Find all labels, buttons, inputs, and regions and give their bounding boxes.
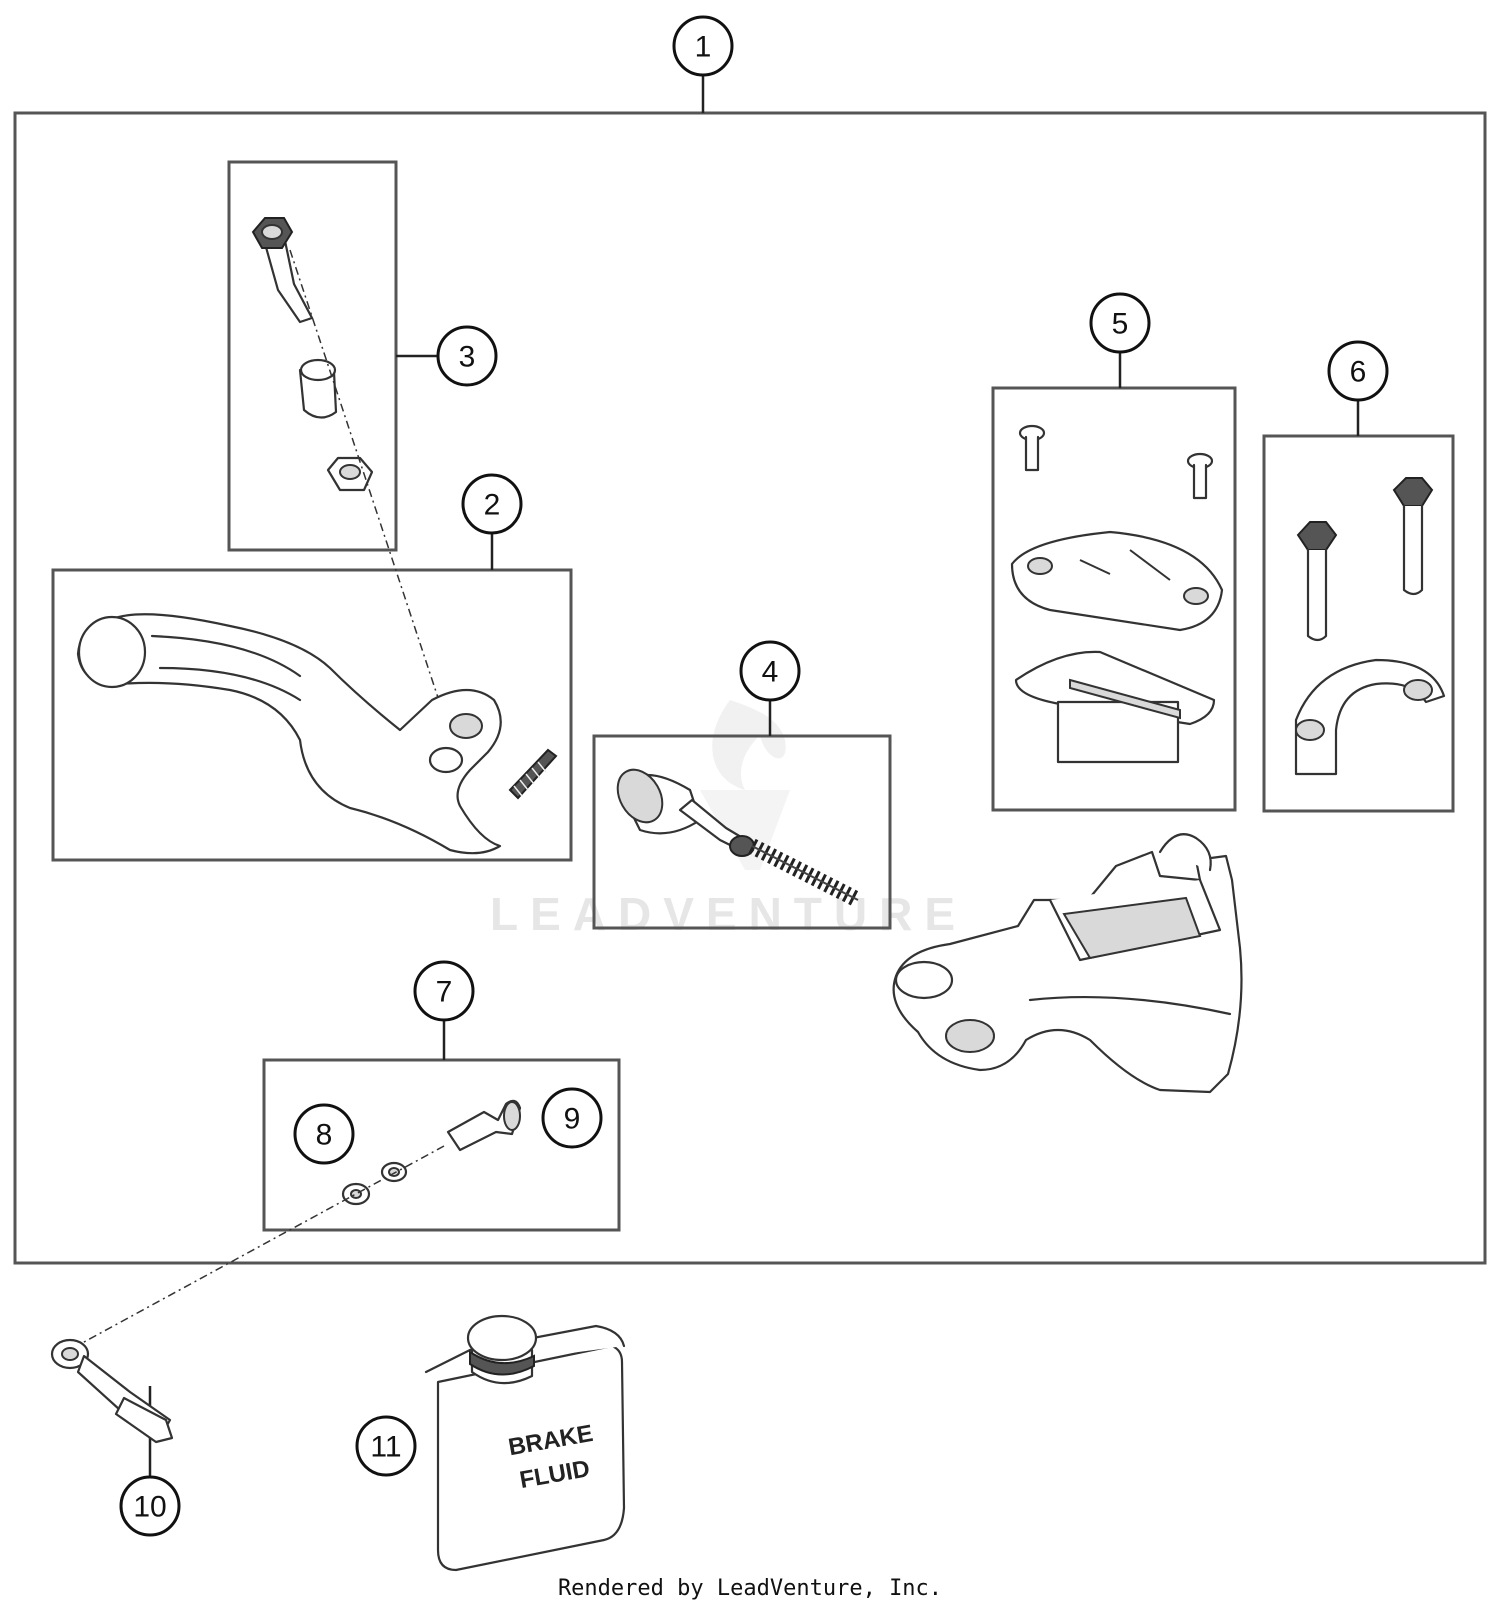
piston-spring bbox=[748, 838, 862, 908]
callout-4-label: 4 bbox=[762, 656, 779, 689]
callout-6: 6 bbox=[1327, 340, 1389, 402]
reservoir-diaphragm bbox=[1014, 650, 1216, 764]
callout-7-label: 7 bbox=[436, 976, 453, 1009]
pivot-axis-line bbox=[289, 249, 453, 741]
kit-frame-3 bbox=[227, 160, 398, 552]
brake-lever bbox=[76, 613, 558, 855]
callout-5-label: 5 bbox=[1112, 308, 1129, 341]
callout-8: 8 bbox=[293, 1103, 355, 1165]
o-ring-upper bbox=[380, 1161, 408, 1183]
cover-screw-right bbox=[1186, 452, 1214, 500]
handlebar-clamp bbox=[1294, 658, 1446, 776]
banjo-fitting bbox=[50, 1338, 174, 1444]
kit-frame-4 bbox=[592, 734, 892, 930]
bleeder-screw bbox=[446, 1099, 522, 1152]
callout-9-label: 9 bbox=[564, 1103, 581, 1136]
pivot-bolt bbox=[251, 217, 314, 324]
lever-spring bbox=[508, 748, 558, 800]
clamp-bolt-right bbox=[1392, 477, 1434, 596]
bleeder-axis-line bbox=[61, 1145, 445, 1355]
handlebar-clamp-kit bbox=[1294, 477, 1446, 776]
reservoir-cover bbox=[1010, 530, 1224, 632]
callout-2-label: 2 bbox=[484, 489, 501, 522]
callout-3-label: 3 bbox=[459, 341, 476, 374]
bleeder-kit bbox=[61, 1099, 522, 1355]
brake-fluid-bottle: BRAKE FLUID bbox=[424, 1314, 626, 1572]
callout-6-label: 6 bbox=[1350, 356, 1367, 389]
watermark-text: LEADVENTURE bbox=[490, 888, 967, 940]
pivot-nut bbox=[326, 456, 374, 492]
kit-frame-2 bbox=[51, 568, 573, 862]
assembly-frame-1 bbox=[13, 111, 1487, 1265]
cover-screw-left bbox=[1018, 424, 1046, 472]
callout-8-label: 8 bbox=[316, 1119, 333, 1152]
render-credit: Rendered by LeadVenture, Inc. bbox=[557, 1576, 943, 1601]
reservoir-cover-kit bbox=[1010, 424, 1224, 764]
callout-5: 5 bbox=[1089, 292, 1151, 354]
callout-4: 4 bbox=[739, 640, 801, 702]
master-cylinder-body bbox=[892, 833, 1243, 1094]
pivot-bolt-kit bbox=[251, 217, 453, 741]
clamp-bolt-left bbox=[1296, 521, 1338, 642]
callout-9: 9 bbox=[541, 1087, 603, 1149]
callout-3: 3 bbox=[436, 325, 498, 387]
callout-11: 11 bbox=[355, 1415, 417, 1477]
o-ring-lower bbox=[341, 1182, 371, 1206]
kit-frame-7 bbox=[262, 1058, 621, 1232]
callout-11-label: 11 bbox=[370, 1431, 401, 1464]
kit-frame-5 bbox=[991, 386, 1237, 812]
callout-1: 1 bbox=[672, 15, 734, 77]
callout-10: 10 bbox=[119, 1475, 181, 1537]
callout-7: 7 bbox=[413, 960, 475, 1022]
pivot-sleeve bbox=[298, 358, 338, 419]
master-cylinder-piston bbox=[616, 768, 862, 908]
callout-10-label: 10 bbox=[133, 1491, 166, 1524]
callout-1-label: 1 bbox=[695, 31, 712, 64]
callout-2: 2 bbox=[461, 473, 523, 535]
bottle-cap bbox=[466, 1314, 538, 1385]
